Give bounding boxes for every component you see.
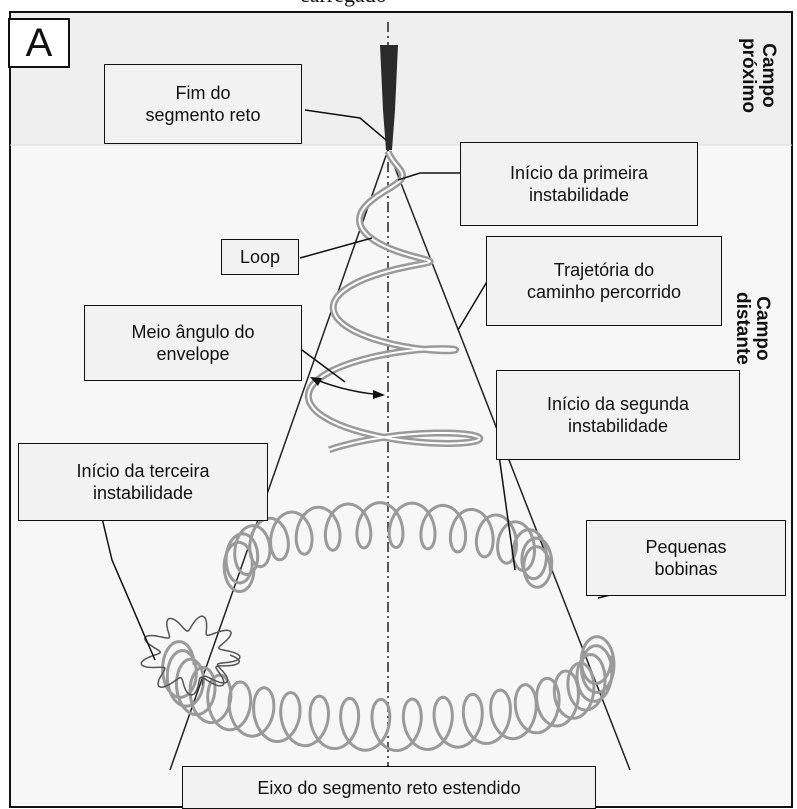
far-field-label: Campo distante [732, 292, 772, 365]
cut-off-title: carregado [300, 0, 387, 8]
label-loop: Loop [221, 239, 299, 275]
label-half-angle: Meio ângulo do envelope [84, 305, 302, 381]
near-field-label: Campo próximo [738, 38, 778, 113]
label-small-coils: Pequenas bobinas [586, 520, 786, 596]
label-path-trajectory: Trajetória do caminho percorrido [486, 236, 722, 326]
label-third-instability: Início da terceira instabilidade [18, 443, 268, 521]
label-axis: Eixo do segmento reto estendido [182, 766, 596, 809]
label-end-straight: Fim do segmento reto [104, 64, 302, 144]
label-second-instability: Início da segunda instabilidade [496, 370, 740, 460]
panel-label: A [8, 18, 70, 68]
label-first-instability: Início da primeira instabilidade [460, 142, 698, 226]
